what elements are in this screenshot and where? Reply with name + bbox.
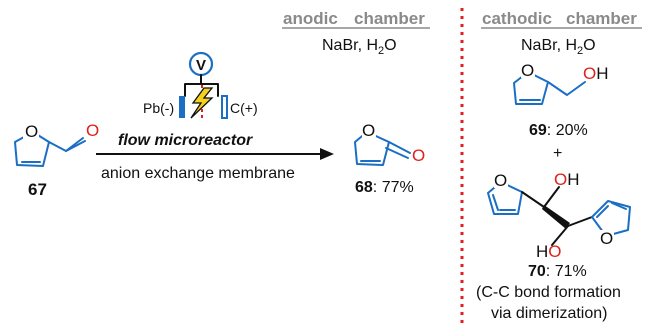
oxygen-69-ring: O: [521, 61, 534, 80]
carbonyl-68-bond-b: [385, 147, 409, 159]
note-70-line2: via dimerization): [491, 305, 607, 322]
ring-68: [354, 131, 390, 166]
voltmeter-label: V: [196, 57, 206, 74]
hydroxyl-69: OH: [583, 64, 609, 83]
yield-69: 69: 20%: [529, 122, 588, 139]
cathodic-chamber-header: cathodic chamber: [481, 9, 642, 29]
hydroxyl-70-upper: OH: [554, 170, 580, 189]
chamber-word: chamber: [354, 9, 425, 28]
note-70-line1: (C-C bond formation: [476, 284, 621, 301]
membrane-label: anion exchange membrane: [101, 165, 295, 182]
oxygen-68-ring: O: [362, 121, 375, 140]
chain-bond-1: [521, 191, 545, 208]
chain-bond-2: [567, 216, 593, 227]
oxygen-70-left-furan: O: [494, 171, 507, 190]
hydroxyl-70-lower: HO: [536, 242, 562, 261]
lightning-icon: [190, 87, 214, 119]
plus-sign: +: [553, 145, 562, 162]
oxygen-67-aldehyde: O: [86, 121, 99, 140]
cathode-electrode-label: C(+): [230, 100, 258, 116]
yield-70: 70: 71%: [528, 263, 587, 280]
chain-oh-upper: [543, 186, 560, 208]
anodic-word: anodic: [283, 9, 338, 28]
ring-69: [513, 71, 549, 105]
left-furan-double-bond-a: [492, 194, 499, 211]
left-furan-ring: [487, 181, 523, 215]
anodic-chamber-header: anodic chamber: [282, 9, 430, 29]
compound-67-structure: O O: [14, 121, 99, 167]
yield-68: 68: 77%: [355, 179, 414, 196]
compound-70-structure: O OH HO O: [487, 170, 631, 261]
oxygen-70-right-furan: O: [600, 229, 613, 248]
anode-electrode-label: Pb(-): [143, 100, 174, 116]
reactor-name: flow microreactor: [118, 132, 253, 149]
right-furan-double-bond-a: [596, 205, 609, 218]
cathodic-conditions: NaBr, H2O: [521, 37, 596, 57]
right-furan-double-bond-b: [611, 202, 627, 210]
aldehyde-double-bond: [65, 140, 86, 152]
label-67: 67: [28, 180, 47, 199]
compound-69-structure: O OH: [513, 61, 609, 105]
chain-oh-lower: [551, 225, 569, 246]
reaction-arrowhead: [320, 148, 334, 160]
carbon-cathode: [221, 95, 228, 119]
ring-67: [14, 131, 50, 167]
cathodic-word: cathodic: [482, 9, 552, 28]
carbonyl-68-bond-a: [388, 141, 411, 154]
oxygen-67-ring: O: [25, 122, 38, 141]
wedge-bond: [542, 205, 570, 229]
compound-68-structure: O O: [354, 121, 425, 166]
circuit-wires: [184, 74, 219, 97]
hydroxymethyl-chain: [547, 81, 586, 96]
flow-reactor-device: V Pb(-) C(+): [143, 51, 258, 120]
anodic-conditions: NaBr, H2O: [322, 37, 397, 57]
chamber-word: chamber: [566, 9, 637, 28]
oxygen-68-carbonyl: O: [412, 146, 425, 165]
